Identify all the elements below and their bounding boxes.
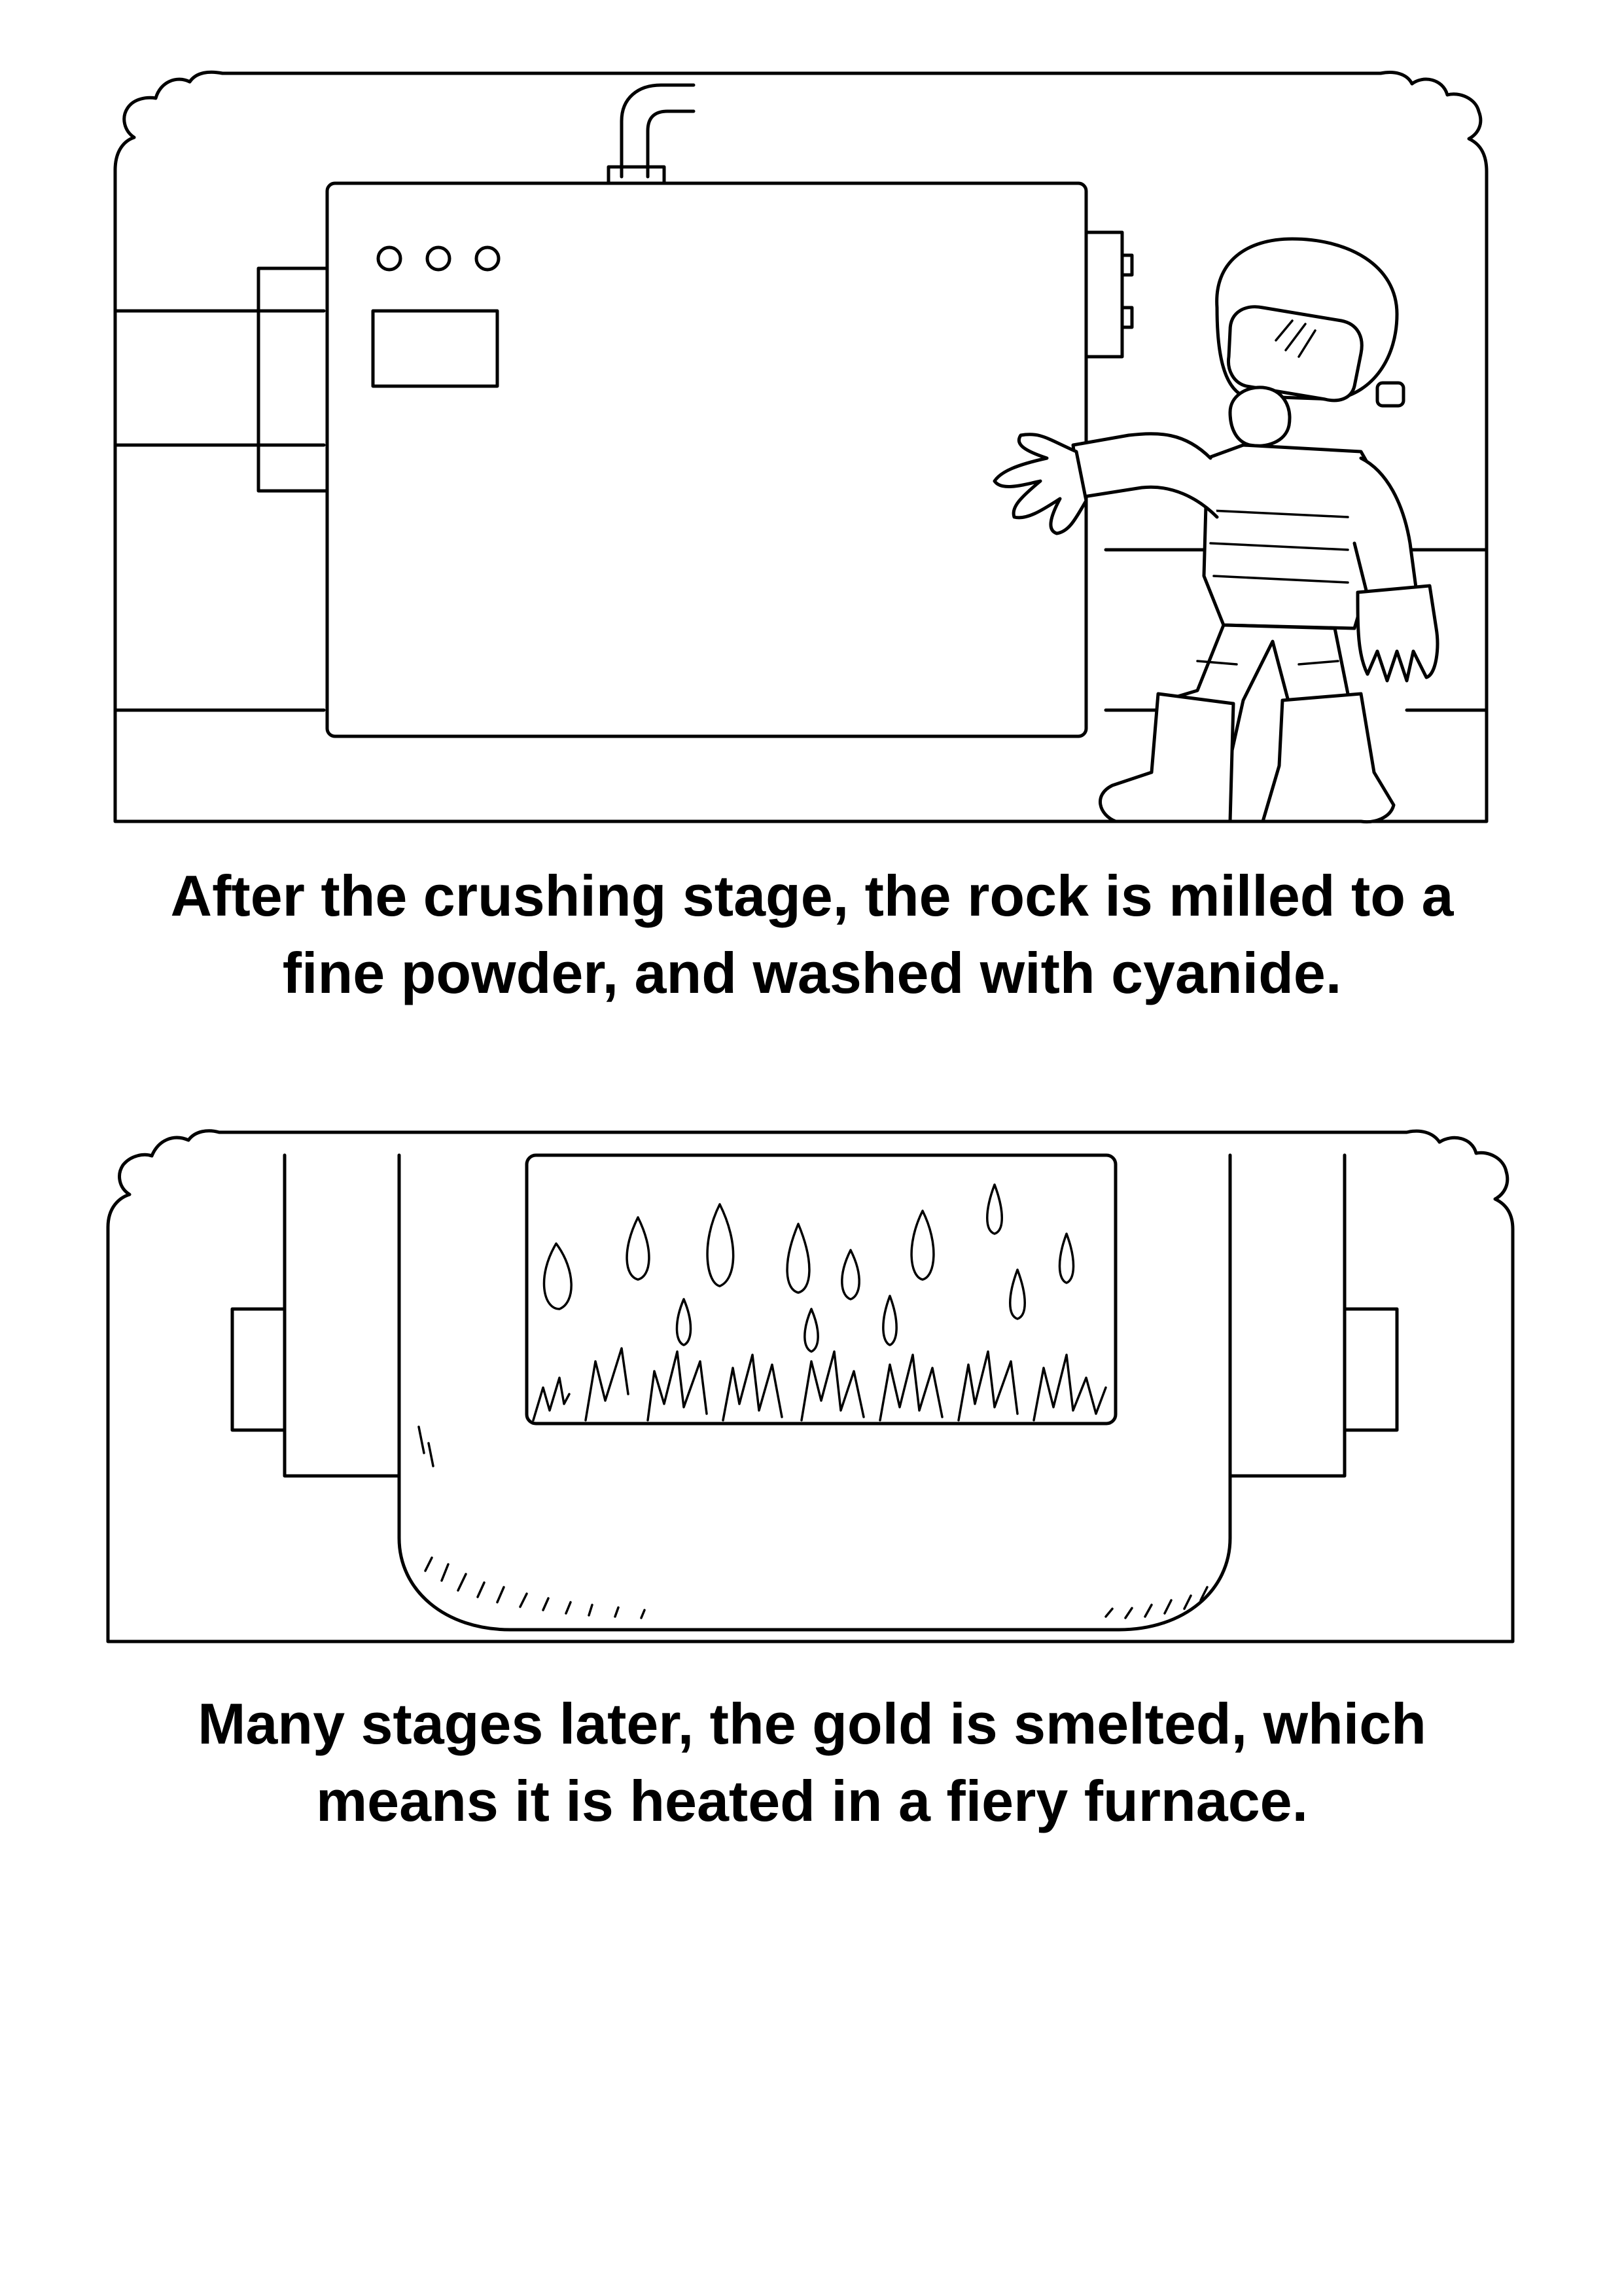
milling-illustration <box>113 70 1489 824</box>
flames <box>532 1347 1107 1422</box>
milling-caption-line1: After the crushing stage, the rock is mi… <box>170 863 1454 928</box>
milling-panel <box>0 0 1624 851</box>
smelting-caption-line2: means it is heated in a fiery furnace. <box>315 1768 1309 1833</box>
smelting-caption: Many stages later, the gold is smelted, … <box>0 1685 1624 1840</box>
smelting-caption-line1: Many stages later, the gold is smelted, … <box>198 1691 1426 1756</box>
milling-caption: After the crushing stage, the rock is mi… <box>0 857 1624 1012</box>
worker-figure <box>993 237 1439 824</box>
flame-window <box>525 1153 1118 1426</box>
milling-machine <box>325 181 1088 738</box>
milling-frame <box>113 70 1489 823</box>
milling-caption-line2: fine powder, and washed with cyanide. <box>282 941 1342 1005</box>
smelting-panel <box>0 1113 1624 1649</box>
smelting-illustration <box>106 1129 1515 1643</box>
smelting-frame <box>106 1129 1515 1643</box>
